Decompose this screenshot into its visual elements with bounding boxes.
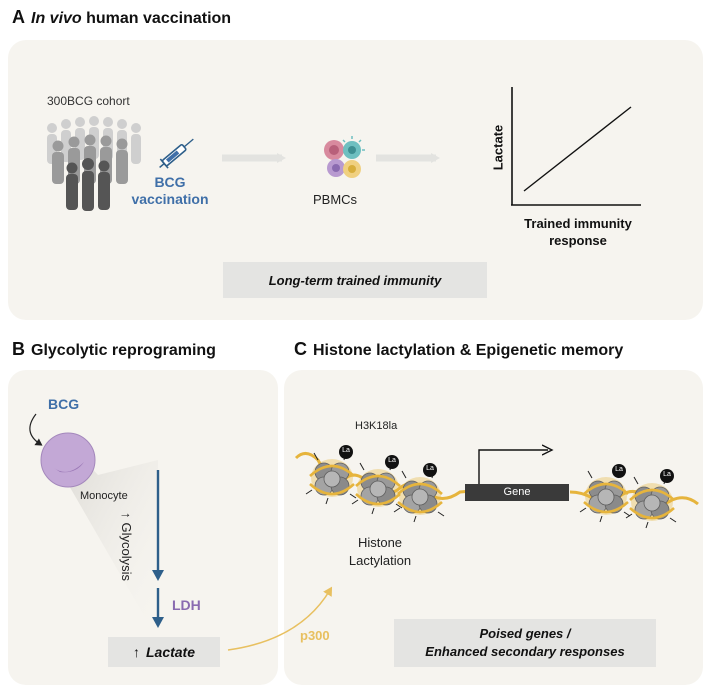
panel-a-title-italic: In vivo <box>31 10 82 27</box>
zoom-cone <box>60 445 158 640</box>
nucleosome-2 <box>350 460 404 516</box>
panel-c-heading: C Histone lactylation & Epigenetic memory <box>294 339 623 360</box>
long-term-trained-immunity-banner: Long-term trained immunity <box>223 262 487 298</box>
pbmcs-cells-icon <box>324 136 365 178</box>
bcg-label-line1: BCG <box>154 174 186 190</box>
transcription-start-arrow <box>478 450 548 487</box>
gene-label: Gene <box>503 486 531 498</box>
nucleosome-5 <box>624 474 678 530</box>
poised-banner-line2: Enhanced secondary responses <box>425 644 625 659</box>
la-tag-label-2: La <box>388 457 396 464</box>
panel-b-title: Glycolytic reprograming <box>31 342 216 359</box>
nucleosome-3 <box>392 468 446 524</box>
plot-xlabel-line2: response <box>549 233 607 248</box>
bcg-infection-arrow <box>29 413 43 446</box>
nucleosome-4 <box>578 468 632 524</box>
p300-arrow <box>227 586 333 651</box>
panel-a-letter: A <box>12 7 25 27</box>
monocyte-cell-icon <box>40 432 96 488</box>
nucleosome-1 <box>304 450 358 506</box>
la-tag-label-1: La <box>342 447 350 454</box>
monocyte-label: Monocyte <box>80 490 128 502</box>
lactate-plot <box>511 87 641 206</box>
la-tag-label-3: La <box>426 465 434 472</box>
poised-genes-banner: Poised genes / Enhanced secondary respon… <box>394 619 656 667</box>
panel-a-title: human vaccination <box>81 10 232 27</box>
la-tag-label-5: La <box>663 471 671 478</box>
panel-c-title: Histone lactylation & Epigenetic memory <box>313 342 624 359</box>
p300-label: p300 <box>300 628 330 643</box>
panel-c-letter: C <box>294 339 307 359</box>
bcg-vaccination-label: BCG vaccination <box>128 174 212 208</box>
histone-lactylation-label: Histone Lactylation <box>330 534 430 570</box>
lactate-trend-line <box>523 106 632 192</box>
histone-label-line2: Lactylation <box>348 553 412 568</box>
ldh-label: LDH <box>172 597 201 613</box>
histone-label-line1: Histone <box>357 535 403 550</box>
panel-b-heading: B Glycolytic reprograming <box>12 339 216 360</box>
syringe-icon <box>159 138 194 169</box>
plot-xlabel: Trained immunity response <box>503 215 653 249</box>
pbmcs-label: PBMCs <box>313 192 358 207</box>
cohort-crowd-icon <box>47 116 141 211</box>
bcg-label-line2: vaccination <box>131 191 209 207</box>
la-tags <box>339 445 674 483</box>
plot-xlabel-line1: Trained immunity <box>524 216 632 231</box>
lactate-box: ↑ Lactate <box>108 637 220 667</box>
bcg-label: BCG <box>48 396 80 412</box>
panel-b-letter: B <box>12 339 25 359</box>
cohort-label: 300BCG cohort <box>47 94 130 108</box>
h3k18la-label: H3K18la <box>355 420 398 432</box>
gene-box <box>465 484 569 501</box>
lactate-text: Lactate <box>145 644 196 660</box>
panel-a-heading: A In vivo human vaccination <box>12 7 231 28</box>
poised-banner-line1: Poised genes / <box>479 626 571 641</box>
lactate-up-arrow: ↑ <box>132 644 140 660</box>
la-tag-label-4: La <box>615 466 623 473</box>
